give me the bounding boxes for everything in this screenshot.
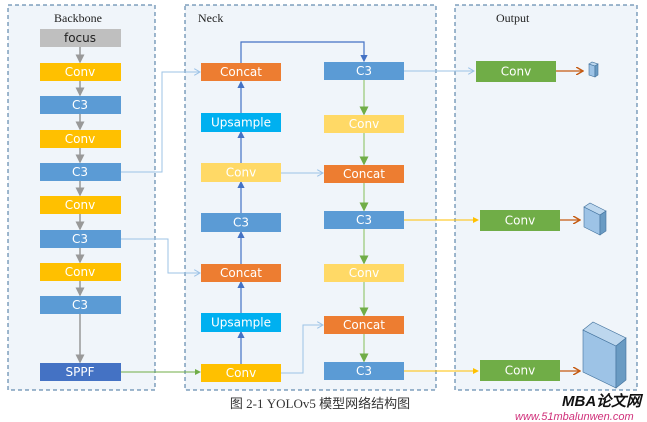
skip-connections <box>121 71 474 374</box>
node-c3: C3 <box>72 165 88 179</box>
neck-left-nodes: Concat Upsample Conv C3 Concat Upsample … <box>201 63 281 382</box>
neck-title: Neck <box>198 11 223 25</box>
figure-caption: 图 2-1 YOLOv5 模型网络结构图 <box>230 396 410 411</box>
node-conv: Conv <box>226 166 256 180</box>
output-title: Output <box>496 11 530 25</box>
node-c3: C3 <box>72 98 88 112</box>
feature-map-medium-icon <box>583 202 607 236</box>
neck-right-nodes: C3 Conv Concat C3 Conv Concat C3 <box>324 62 404 380</box>
node-conv: Conv <box>226 366 256 380</box>
node-conv: Conv <box>65 132 95 146</box>
node-focus: focus <box>64 31 96 45</box>
node-concat: Concat <box>220 65 262 79</box>
feature-map-large-icon <box>582 321 627 389</box>
feature-map-small-icon <box>588 61 599 78</box>
watermark-logo: MBA论文网 <box>562 392 644 410</box>
watermark-url: www.51mbalunwen.com <box>515 411 634 422</box>
node-c3: C3 <box>356 64 372 78</box>
node-conv: Conv <box>65 265 95 279</box>
node-c3: C3 <box>72 298 88 312</box>
node-conv: Conv <box>349 266 379 280</box>
output-arrows <box>404 217 479 374</box>
node-sppf: SPPF <box>66 365 95 379</box>
node-conv: Conv <box>349 117 379 131</box>
backbone-nodes: focus Conv C3 Conv C3 Conv C3 Conv C3 SP… <box>40 29 121 381</box>
node-upsample: Upsample <box>211 316 271 330</box>
node-concat: Concat <box>220 266 262 280</box>
node-c3: C3 <box>356 364 372 378</box>
backbone-title: Backbone <box>54 11 102 25</box>
node-concat: Concat <box>343 167 385 181</box>
node-conv: Conv <box>65 65 95 79</box>
node-conv-output: Conv <box>505 214 535 228</box>
node-c3: C3 <box>72 232 88 246</box>
node-conv: Conv <box>65 198 95 212</box>
node-c3: C3 <box>356 213 372 227</box>
output-nodes: Conv Conv Conv <box>476 61 560 381</box>
node-upsample: Upsample <box>211 116 271 130</box>
node-concat: Concat <box>343 318 385 332</box>
node-conv-output: Conv <box>505 364 535 378</box>
node-conv-output: Conv <box>501 65 531 79</box>
head-arrows <box>556 71 583 371</box>
node-c3: C3 <box>233 216 249 230</box>
neck-up-arrows <box>237 41 368 364</box>
